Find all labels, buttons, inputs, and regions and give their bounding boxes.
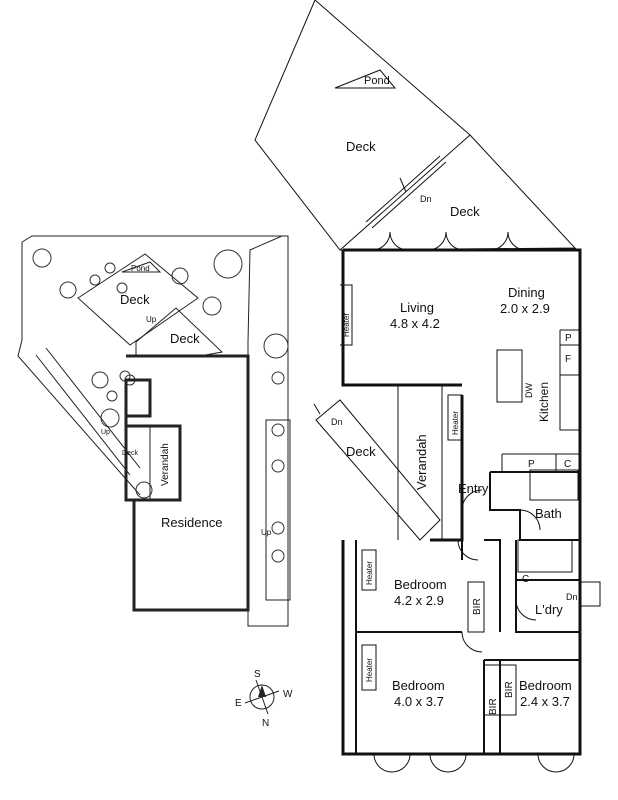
dining-dim: 2.0 x 2.9 [500,301,550,316]
c-lower-label: C [564,459,571,470]
deck-side-strip [315,399,441,541]
dn-upper-label: Dn [420,194,432,204]
deck-upper [254,0,471,251]
site-deck3-label: Deck [122,450,138,457]
heater-living-label: Heater [342,313,351,337]
kitchen-island [496,349,523,403]
heater-bed2-label: Heater [365,658,374,682]
interior-walls [355,539,580,754]
bath-tub [517,539,573,573]
living-dim: 4.8 x 4.2 [390,316,440,331]
deck-side-label: Deck [346,444,376,459]
site-side-path [265,419,291,601]
kitchen-bench [559,329,580,431]
site-up1-label: Up [146,315,157,324]
entry-label: Entry [458,481,489,496]
pond-shape [334,69,397,89]
site-deck-strip [35,347,141,476]
c-laundry-label: C [522,574,529,585]
bedroom3-dim: 2.4 x 3.7 [520,694,570,709]
compass-s: S [254,669,261,680]
heater-verandah-box [447,394,463,441]
dn-deck-label: Dn [331,417,343,427]
heater-bed2-box [361,644,377,691]
compass-w: W [283,689,293,700]
door-swings [371,231,601,773]
bedroom1-dim: 4.2 x 2.9 [394,593,444,608]
site-residence-label: Residence [161,515,222,530]
bir1-label: BIR [472,598,483,615]
compass-n: N [262,718,269,729]
compass-icon [244,679,280,715]
site-pond-label: Pond [131,264,150,273]
bir2-label: BIR [488,698,499,715]
bath-label: Bath [535,506,562,521]
bedroom2-dim: 4.0 x 3.7 [394,694,444,709]
site-deck-lower [135,307,224,357]
fridge-label: F [565,354,571,365]
deck-mid-label: Deck [450,204,480,219]
site-deck-upper [77,253,199,346]
bir1-box [467,581,485,633]
main-plan [254,0,601,773]
deck-top-label: Deck [346,139,376,154]
site-boundary [21,235,289,627]
bir3-box [499,664,517,716]
dining-label: Dining [508,285,545,300]
p-lower-label: P [528,459,535,470]
living-label: Living [400,300,434,315]
site-residence-outline [124,354,250,612]
site-up2-label: Up [101,429,110,436]
heater-bed1-label: Heater [365,561,374,585]
shower [529,469,579,501]
site-trees [32,248,289,563]
pantry-label: P [565,333,572,344]
compass-e: E [235,698,242,709]
site-up3-label: Up [261,528,272,537]
lower-cupboards [501,453,581,472]
site-pond-shape [121,261,162,273]
bedroom1-label: Bedroom [394,577,447,592]
heater-bed1-box [361,549,377,591]
bedroom3-label: Bedroom [519,678,572,693]
verandah-label: Verandah [414,434,429,490]
kitchen-label: Kitchen [537,382,551,422]
bedroom2-label: Bedroom [392,678,445,693]
site-deck1-label: Deck [120,292,150,307]
heater-living-box [340,284,353,346]
site-deck2-label: Deck [170,331,200,346]
bir3-label: BIR [504,681,515,698]
heater-verandah-label: Heater [451,411,460,435]
laundry-label: L'dry [535,602,563,617]
pond-label: Pond [364,75,390,87]
dw-label: DW [524,383,534,398]
dn-laundry-label: Dn [566,592,578,602]
site-verandah-label: Verandah [160,443,171,486]
dn-arrows [313,177,407,415]
site-boundary-diagonal [17,242,141,496]
site-plan [17,235,291,627]
deck-steps [365,155,447,229]
